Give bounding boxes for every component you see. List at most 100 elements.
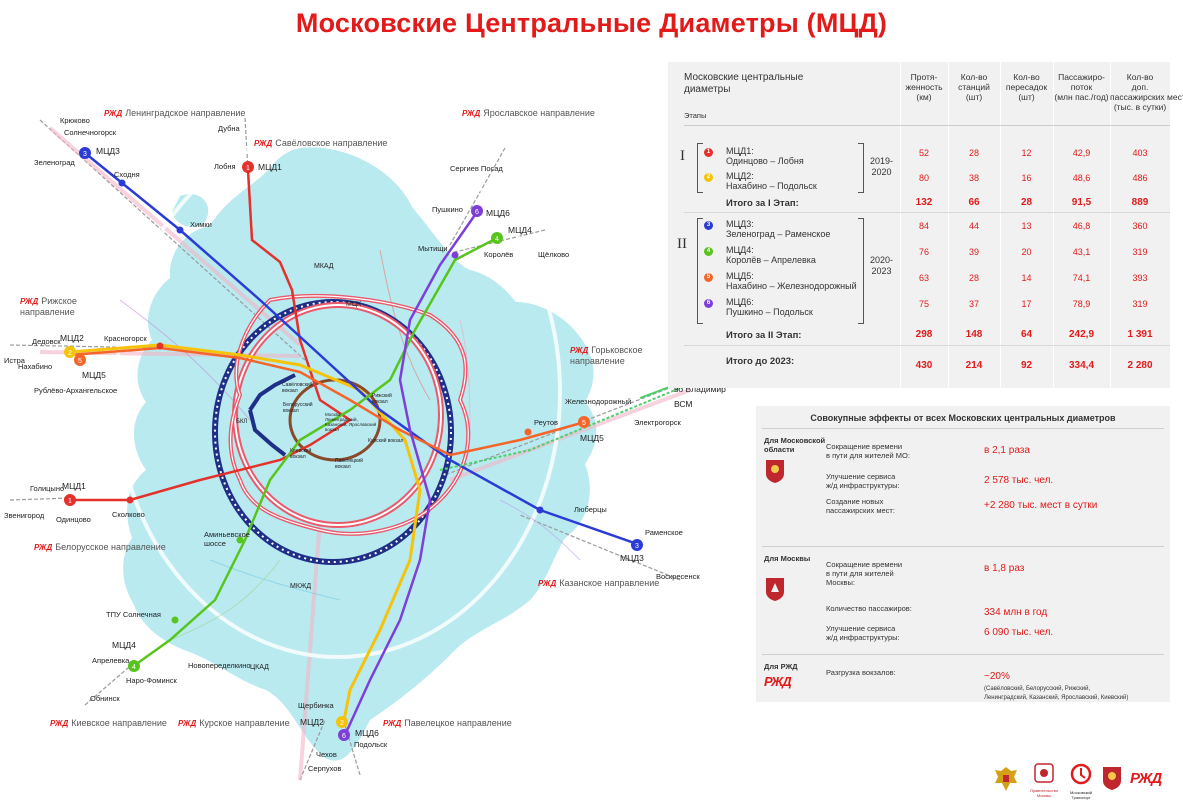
stage2-row-transfers: 17 [1021, 299, 1032, 309]
svg-text:3: 3 [635, 543, 639, 550]
mcd1-north-label: МЦД1 [258, 162, 282, 172]
stage1-row-transfers: 16 [1021, 173, 1032, 183]
station-label: Звенигород [4, 511, 45, 520]
station-label: Красногорск [104, 334, 147, 343]
station-label: ВСМ [674, 399, 693, 409]
station-label: Чехов [316, 750, 337, 759]
stage1-row-length: 80 [918, 173, 929, 183]
station-label: Рублёво-Архангельское [34, 386, 118, 395]
effects-item-value: ~20% [984, 671, 1010, 682]
mcd6-line [343, 210, 479, 737]
mo-coat-of-arms-icon [764, 458, 786, 489]
stage2-row-line-name: МЦД4: [726, 245, 754, 255]
stage2-row-line-route: Пушкино – Подольск [726, 307, 813, 317]
grand-total-length: 430 [915, 360, 933, 371]
stage2-row-stations: 44 [968, 221, 979, 231]
svg-text:4: 4 [132, 664, 136, 671]
mcd3-line [83, 151, 642, 547]
station-label: Подольск [354, 740, 388, 749]
mcd3-east-label: МЦД3 [620, 553, 644, 563]
svg-text:3: 3 [83, 151, 87, 158]
station-label: Одинцово [56, 515, 91, 524]
svg-text:2: 2 [68, 350, 72, 357]
station-label: Дедовск [32, 337, 61, 346]
stage2-row-length: 76 [918, 247, 929, 257]
effects-item-value: +2 280 тыс. мест в сутки [984, 500, 1098, 511]
effects-item-value: в 2,1 раза [984, 445, 1030, 456]
mcd2-south-label: МЦД2 [300, 717, 324, 727]
stage2-row-line-route: Нахабино – Железнодорожный [726, 281, 857, 291]
station-label: Железнодорожный [565, 397, 632, 406]
station-label: Раменское [645, 528, 683, 537]
stage2-years: 2020- 2023 [870, 255, 894, 276]
stage2-row-transfers: 14 [1021, 273, 1032, 283]
stage1-row-line-route: Одинцово – Лобня [726, 156, 804, 166]
stage1-total-seats: 889 [1131, 197, 1149, 208]
stage2-row-length: 63 [918, 273, 929, 283]
svg-text:6: 6 [475, 209, 479, 216]
stage2-row-stations: 37 [968, 299, 979, 309]
station-label: Дубна [218, 124, 240, 133]
station-label: Крюково [60, 116, 90, 125]
stage2-row-line-route: Зеленоград – Раменское [726, 229, 831, 239]
station-dots [118, 179, 544, 624]
station-label: Москва Ленинградский, Казанский, Ярослав… [325, 412, 377, 432]
table-header-label: Московские центральные диаметры [684, 72, 804, 95]
station-label: Серпухов [308, 764, 342, 773]
stage2-row-line-badge: 3 [704, 221, 713, 230]
effects-item-value: 334 млн в год [984, 607, 1048, 618]
station-label: Мытищи [418, 244, 448, 253]
stage2-row-line-badge: 5 [704, 273, 713, 282]
station-label: Новопеределкино [188, 661, 251, 670]
rzd-logo-icon: РЖД [764, 674, 792, 689]
mcd5-line [68, 346, 587, 457]
stage1-row-passengers: 48,6 [1072, 173, 1091, 183]
station-label: Зеленоград [34, 158, 75, 167]
effects-item-value: 2 578 тыс. чел. [984, 475, 1054, 486]
svg-text:2: 2 [340, 720, 344, 727]
grand-total-passengers: 334,4 [1068, 360, 1095, 371]
effects-item-label: Сокращение времени в пути для жителей МО… [826, 442, 910, 460]
mkzd-label: МКЖД [290, 583, 312, 590]
effects-item-label: Сокращение времени в пути для жителей Мо… [826, 560, 903, 587]
station-label: Королёв [484, 250, 514, 259]
stage1-years: 2019- 2020 [870, 156, 894, 177]
station-label: Сколково [112, 510, 145, 519]
station-label: во Владимир [674, 384, 726, 394]
effects-item-label: Улучшение сервиса ж/д инфраструктуры: [826, 472, 900, 490]
station-label: Сходня [114, 170, 140, 179]
stage1-total-stations: 66 [968, 197, 980, 208]
terminal-markers: 1 1 2 2 3 3 4 4 5 5 6 6 [64, 147, 643, 741]
stage2-row-seats: 360 [1132, 221, 1148, 231]
stage2-row-line-name: МЦД3: [726, 219, 754, 229]
bkl-label: БКЛ [236, 419, 248, 425]
stage1-total-transfers: 28 [1020, 197, 1033, 208]
mcd2-line [68, 343, 422, 727]
station-label: Рижский вокзал [372, 393, 392, 405]
station-label: Лобня [214, 162, 236, 171]
grand-total-transfers: 92 [1020, 360, 1033, 371]
stage2-row-passengers: 74,1 [1072, 273, 1091, 283]
mkad-ring [114, 125, 562, 659]
effects-title: Совокупные эффекты от всех Московских це… [810, 413, 1116, 423]
stage1-row-stations: 28 [968, 148, 979, 158]
stage1-row-transfers: 12 [1021, 148, 1032, 158]
grand-total-seats: 2 280 [1127, 360, 1153, 371]
stage2-roman: II [677, 236, 687, 252]
col-header-stations: Кол-во станций (шт) [958, 72, 990, 102]
stage2-total-stations: 148 [965, 329, 983, 340]
stage1-row-stations: 38 [968, 173, 979, 183]
mcd2-west-label: МЦД2 [60, 333, 84, 343]
stage2-row-seats: 393 [1132, 273, 1148, 283]
effects-item-label: Разгрузка вокзалов: [826, 668, 896, 677]
col-header-length: Протя- женность (км) [905, 72, 943, 102]
svg-text:4: 4 [495, 236, 499, 243]
station-label: Химки [190, 220, 212, 229]
station-label: Люберцы [574, 505, 607, 514]
